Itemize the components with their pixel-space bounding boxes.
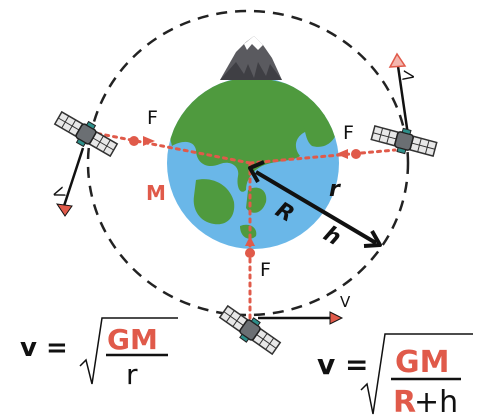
- formula-circular-lhs: v =: [20, 333, 68, 363]
- formula-height-graphic: v = GM R +h: [317, 333, 473, 420]
- force-label-left: F: [147, 107, 158, 129]
- satellite-icon-left: [53, 110, 119, 158]
- force-arrow-bottom: [245, 236, 255, 258]
- radius-height-arrow: [248, 160, 382, 248]
- velocity-arrow-right: [388, 52, 410, 136]
- formula-height-numerator: GM: [395, 345, 449, 380]
- formula-height-denominator-R: R: [393, 385, 416, 420]
- velocity-label-right: V: [399, 69, 419, 83]
- velocity-arrow-left: [55, 147, 85, 217]
- force-label-bottom: F: [260, 259, 271, 281]
- formula-circular-numerator: GM: [107, 323, 158, 356]
- orbit-path: [86, 9, 410, 317]
- height-h-label: h: [319, 222, 345, 251]
- radius-line-right: [248, 148, 397, 165]
- satellite-icon-right: [370, 125, 438, 157]
- formula-height-denominator-rest: +h: [414, 385, 458, 420]
- radius-r-label: r: [329, 177, 341, 202]
- force-arrow-right: [336, 149, 361, 159]
- formula-circular-denominator: r: [126, 358, 138, 391]
- radius-line-left: [93, 131, 252, 165]
- mass-label: M: [146, 181, 166, 205]
- satellite-icon-bottom: [218, 304, 282, 356]
- velocity-arrow-bottom: [258, 311, 344, 325]
- formula-circular-graphic: v = GM r: [20, 317, 178, 391]
- velocity-label-bottom: V: [340, 293, 351, 311]
- formula-height-lhs: v =: [317, 348, 368, 381]
- force-label-right: F: [343, 122, 354, 144]
- force-arrow-left: [129, 136, 155, 146]
- mountain-icon: [220, 36, 282, 80]
